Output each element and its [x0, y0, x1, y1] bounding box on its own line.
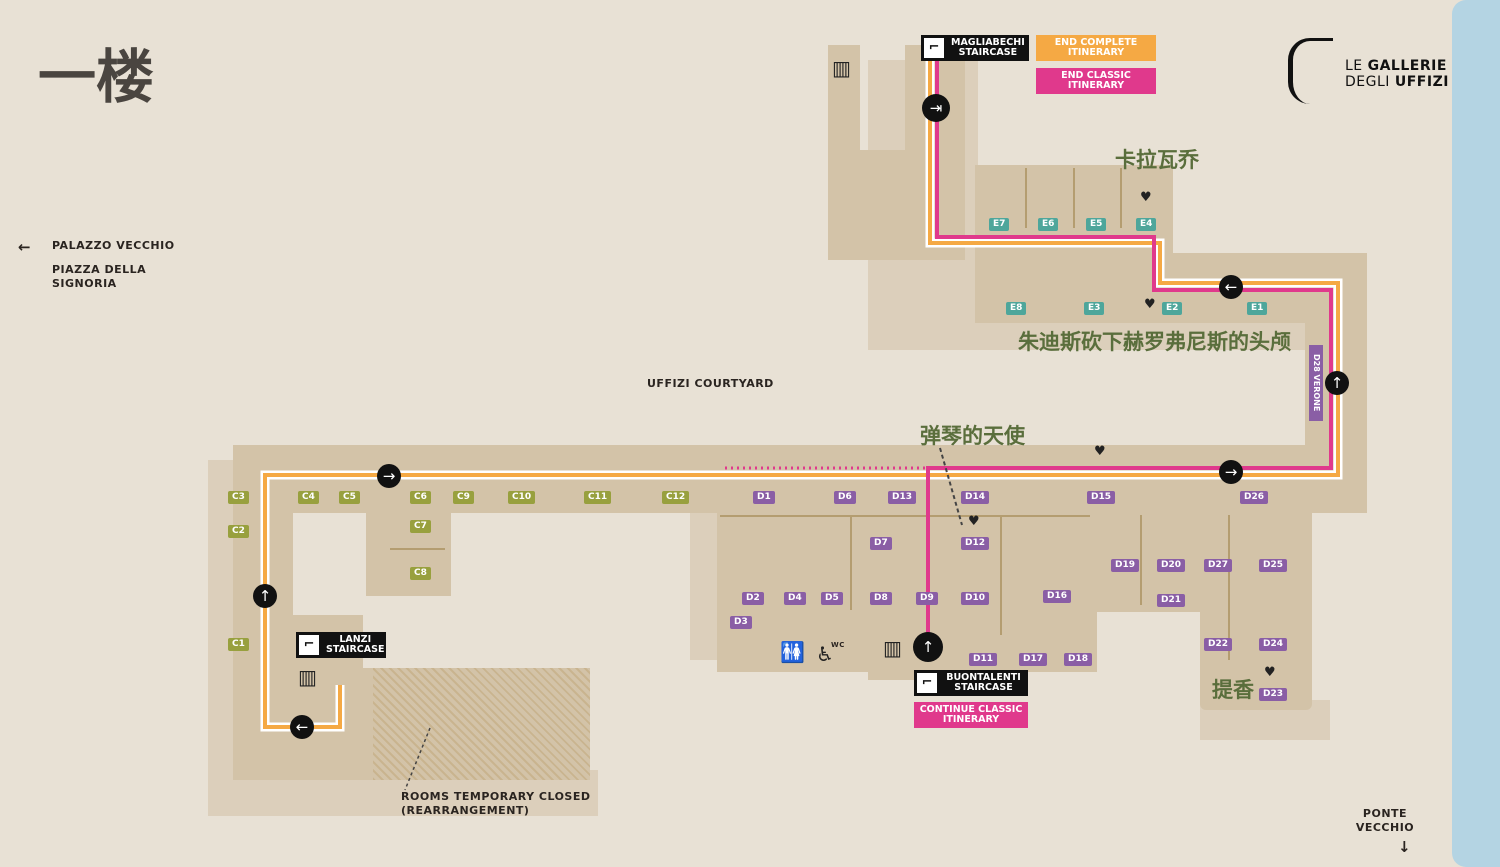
accessible-wc-icon: ♿	[816, 642, 834, 666]
arrow-down-icon: ↓	[1398, 838, 1412, 856]
room-c1: C1	[228, 638, 249, 651]
elevator-icon: ▥	[883, 636, 902, 660]
arrow-up-icon: ↑	[913, 632, 943, 662]
room-c9: C9	[453, 491, 474, 504]
room-c10: C10	[508, 491, 536, 504]
highlight-titian: 提香	[1212, 678, 1254, 702]
room-d19: D19	[1111, 559, 1139, 572]
room-c7: C7	[410, 520, 431, 533]
room-d3: D3	[730, 616, 752, 629]
room-d16: D16	[1043, 590, 1071, 603]
room-d13: D13	[888, 491, 916, 504]
room-d10: D10	[961, 592, 989, 605]
room-d8: D8	[870, 592, 892, 605]
room-d21: D21	[1157, 594, 1185, 607]
end-complete-tag: END COMPLETE ITINERARY	[1036, 35, 1156, 61]
arrow-up-icon: ↑	[1325, 371, 1349, 395]
stairs-icon: ⌐	[924, 38, 944, 58]
room-d28-verone: D28 VERONE	[1309, 345, 1323, 421]
restroom-icon: 🚻	[780, 640, 805, 664]
river-arno	[1452, 0, 1500, 867]
stairs-icon: ⌐	[917, 673, 937, 693]
room-d5: D5	[821, 592, 843, 605]
piazza-label: PIAZZA DELLA SIGNORIA	[52, 263, 147, 290]
room-c12: C12	[662, 491, 690, 504]
room-c4: C4	[298, 491, 319, 504]
arrow-left-icon: ←	[18, 238, 32, 256]
room-d17: D17	[1019, 653, 1047, 666]
end-classic-tag: END CLASSIC ITINERARY	[1036, 68, 1156, 94]
room-d2: D2	[742, 592, 764, 605]
closed-rooms	[373, 668, 590, 780]
floor-title: 一楼	[38, 43, 155, 111]
room-d4: D4	[784, 592, 806, 605]
room-d1: D1	[753, 491, 775, 504]
palazzo-vecchio-label: PALAZZO VECCHIO	[52, 239, 175, 252]
room-e2: E2	[1162, 302, 1183, 315]
logo	[1288, 38, 1333, 104]
pointer-angel	[939, 447, 963, 526]
arrow-right-icon: →	[377, 464, 401, 488]
arrow-left-icon: ←	[1219, 275, 1243, 299]
closed-rooms-label: ROOMS TEMPORARY CLOSED (REARRANGEMENT)	[401, 790, 591, 817]
buontalenti-staircase-sign: ⌐BUONTALENTI STAIRCASE	[914, 670, 1028, 696]
room-d20: D20	[1157, 559, 1185, 572]
room-d14: D14	[961, 491, 989, 504]
highlight-angel: 弹琴的天使	[920, 424, 1025, 448]
heart-icon: ♥	[1144, 297, 1156, 312]
room-c6: C6	[410, 491, 431, 504]
room-d25: D25	[1259, 559, 1287, 572]
room-c2: C2	[228, 525, 249, 538]
room-d12: D12	[961, 537, 989, 550]
room-c8: C8	[410, 567, 431, 580]
room-e5: E5	[1086, 218, 1107, 231]
room-c11: C11	[584, 491, 612, 504]
arrow-up-icon: ↑	[253, 584, 277, 608]
room-c3: C3	[228, 491, 249, 504]
room-e4: E4	[1136, 218, 1157, 231]
arrow-right-icon: →	[1219, 460, 1243, 484]
room-d23: D23	[1259, 688, 1287, 701]
room-e1: E1	[1247, 302, 1268, 315]
room-d22: D22	[1204, 638, 1232, 651]
room-e8: E8	[1006, 302, 1027, 315]
room-d26: D26	[1240, 491, 1268, 504]
room-e3: E3	[1084, 302, 1105, 315]
room-d24: D24	[1259, 638, 1287, 651]
ponte-vecchio-label: PONTE VECCHIO	[1355, 807, 1415, 834]
room-d6: D6	[834, 491, 856, 504]
elevator-icon: ▥	[832, 56, 851, 80]
heart-icon: ♥	[968, 514, 980, 529]
courtyard-label: UFFIZI COURTYARD	[647, 377, 774, 390]
heart-icon: ♥	[1264, 665, 1276, 680]
exit-icon: ⇥	[922, 94, 950, 122]
pointer-closed	[404, 727, 431, 791]
heart-icon: ♥	[1094, 444, 1106, 459]
highlight-caravaggio: 卡拉瓦乔	[1115, 148, 1199, 172]
lanzi-staircase-sign: ⌐LANZI STAIRCASE	[296, 632, 386, 658]
magliabechi-staircase-sign: ⌐MAGLIABECHI STAIRCASE	[921, 35, 1029, 61]
highlight-judith: 朱迪斯砍下赫罗弗尼斯的头颅	[1018, 330, 1291, 354]
stairs-icon: ⌐	[299, 635, 319, 655]
room-e7: E7	[989, 218, 1010, 231]
room-d18: D18	[1064, 653, 1092, 666]
room-d11: D11	[969, 653, 997, 666]
room-e6: E6	[1038, 218, 1059, 231]
room-d15: D15	[1087, 491, 1115, 504]
room-c5: C5	[339, 491, 360, 504]
wc-label: WC	[831, 641, 845, 649]
heart-icon: ♥	[1140, 190, 1152, 205]
continue-classic-tag: CONTINUE CLASSIC ITINERARY	[914, 702, 1028, 728]
room-d7: D7	[870, 537, 892, 550]
arrow-left-icon: ←	[290, 715, 314, 739]
room-d9: D9	[916, 592, 938, 605]
elevator-icon: ▥	[298, 665, 317, 689]
room-d27: D27	[1204, 559, 1232, 572]
